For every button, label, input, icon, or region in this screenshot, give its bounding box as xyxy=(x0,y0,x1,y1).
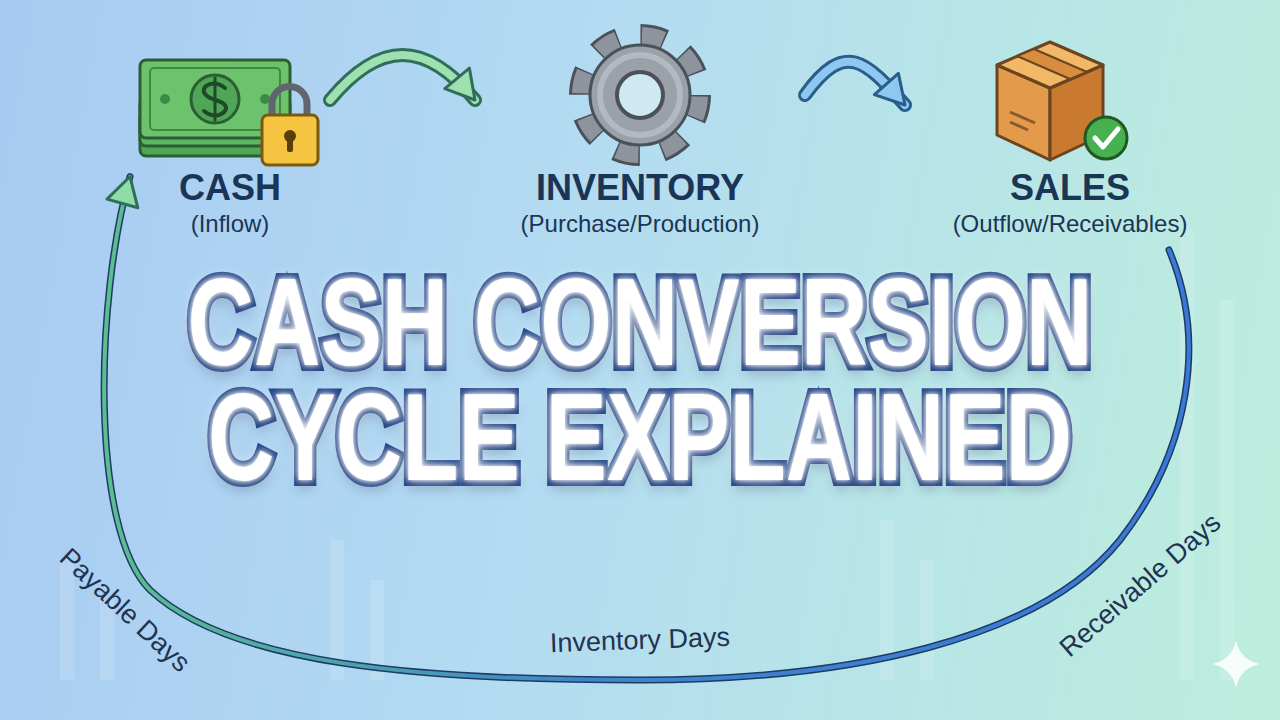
node-heading: INVENTORY xyxy=(536,168,744,208)
arrow-outline xyxy=(104,177,1189,681)
node-heading: CASH xyxy=(179,168,281,208)
gear-icon xyxy=(582,37,698,153)
background-bars xyxy=(60,230,1234,680)
arrow-head xyxy=(107,177,138,208)
cycle-label: Inventory Days xyxy=(549,621,730,659)
arrow-head xyxy=(874,73,905,105)
process-node: CASH(Inflow) xyxy=(130,40,330,250)
process-node: INVENTORY(Purchase/Production) xyxy=(475,40,805,250)
arrow-outline xyxy=(330,55,475,100)
node-heading: SALES xyxy=(1010,168,1130,208)
title-text: CASH CONVERSION CYCLE EXPLAINED xyxy=(160,265,1120,495)
cycle-label: Receivable Days xyxy=(1053,506,1227,663)
arrow-outline xyxy=(805,62,905,105)
arrow-body xyxy=(104,177,1189,681)
flow-arrow xyxy=(104,177,1189,681)
process-node: SALES(Outflow/Receivables) xyxy=(905,40,1235,250)
arrow-body xyxy=(330,55,475,100)
node-subtitle: (Outflow/Receivables) xyxy=(953,208,1188,240)
flow-arrow xyxy=(330,55,475,100)
node-subtitle: (Inflow) xyxy=(191,208,270,240)
arrow-head xyxy=(445,68,475,100)
padlock-icon xyxy=(262,87,318,166)
check-badge xyxy=(1085,117,1127,159)
flow-arrow xyxy=(805,62,905,105)
arrow-body xyxy=(805,62,905,105)
node-subtitle: (Purchase/Production) xyxy=(521,208,760,240)
sparkle-icon xyxy=(1212,640,1260,688)
